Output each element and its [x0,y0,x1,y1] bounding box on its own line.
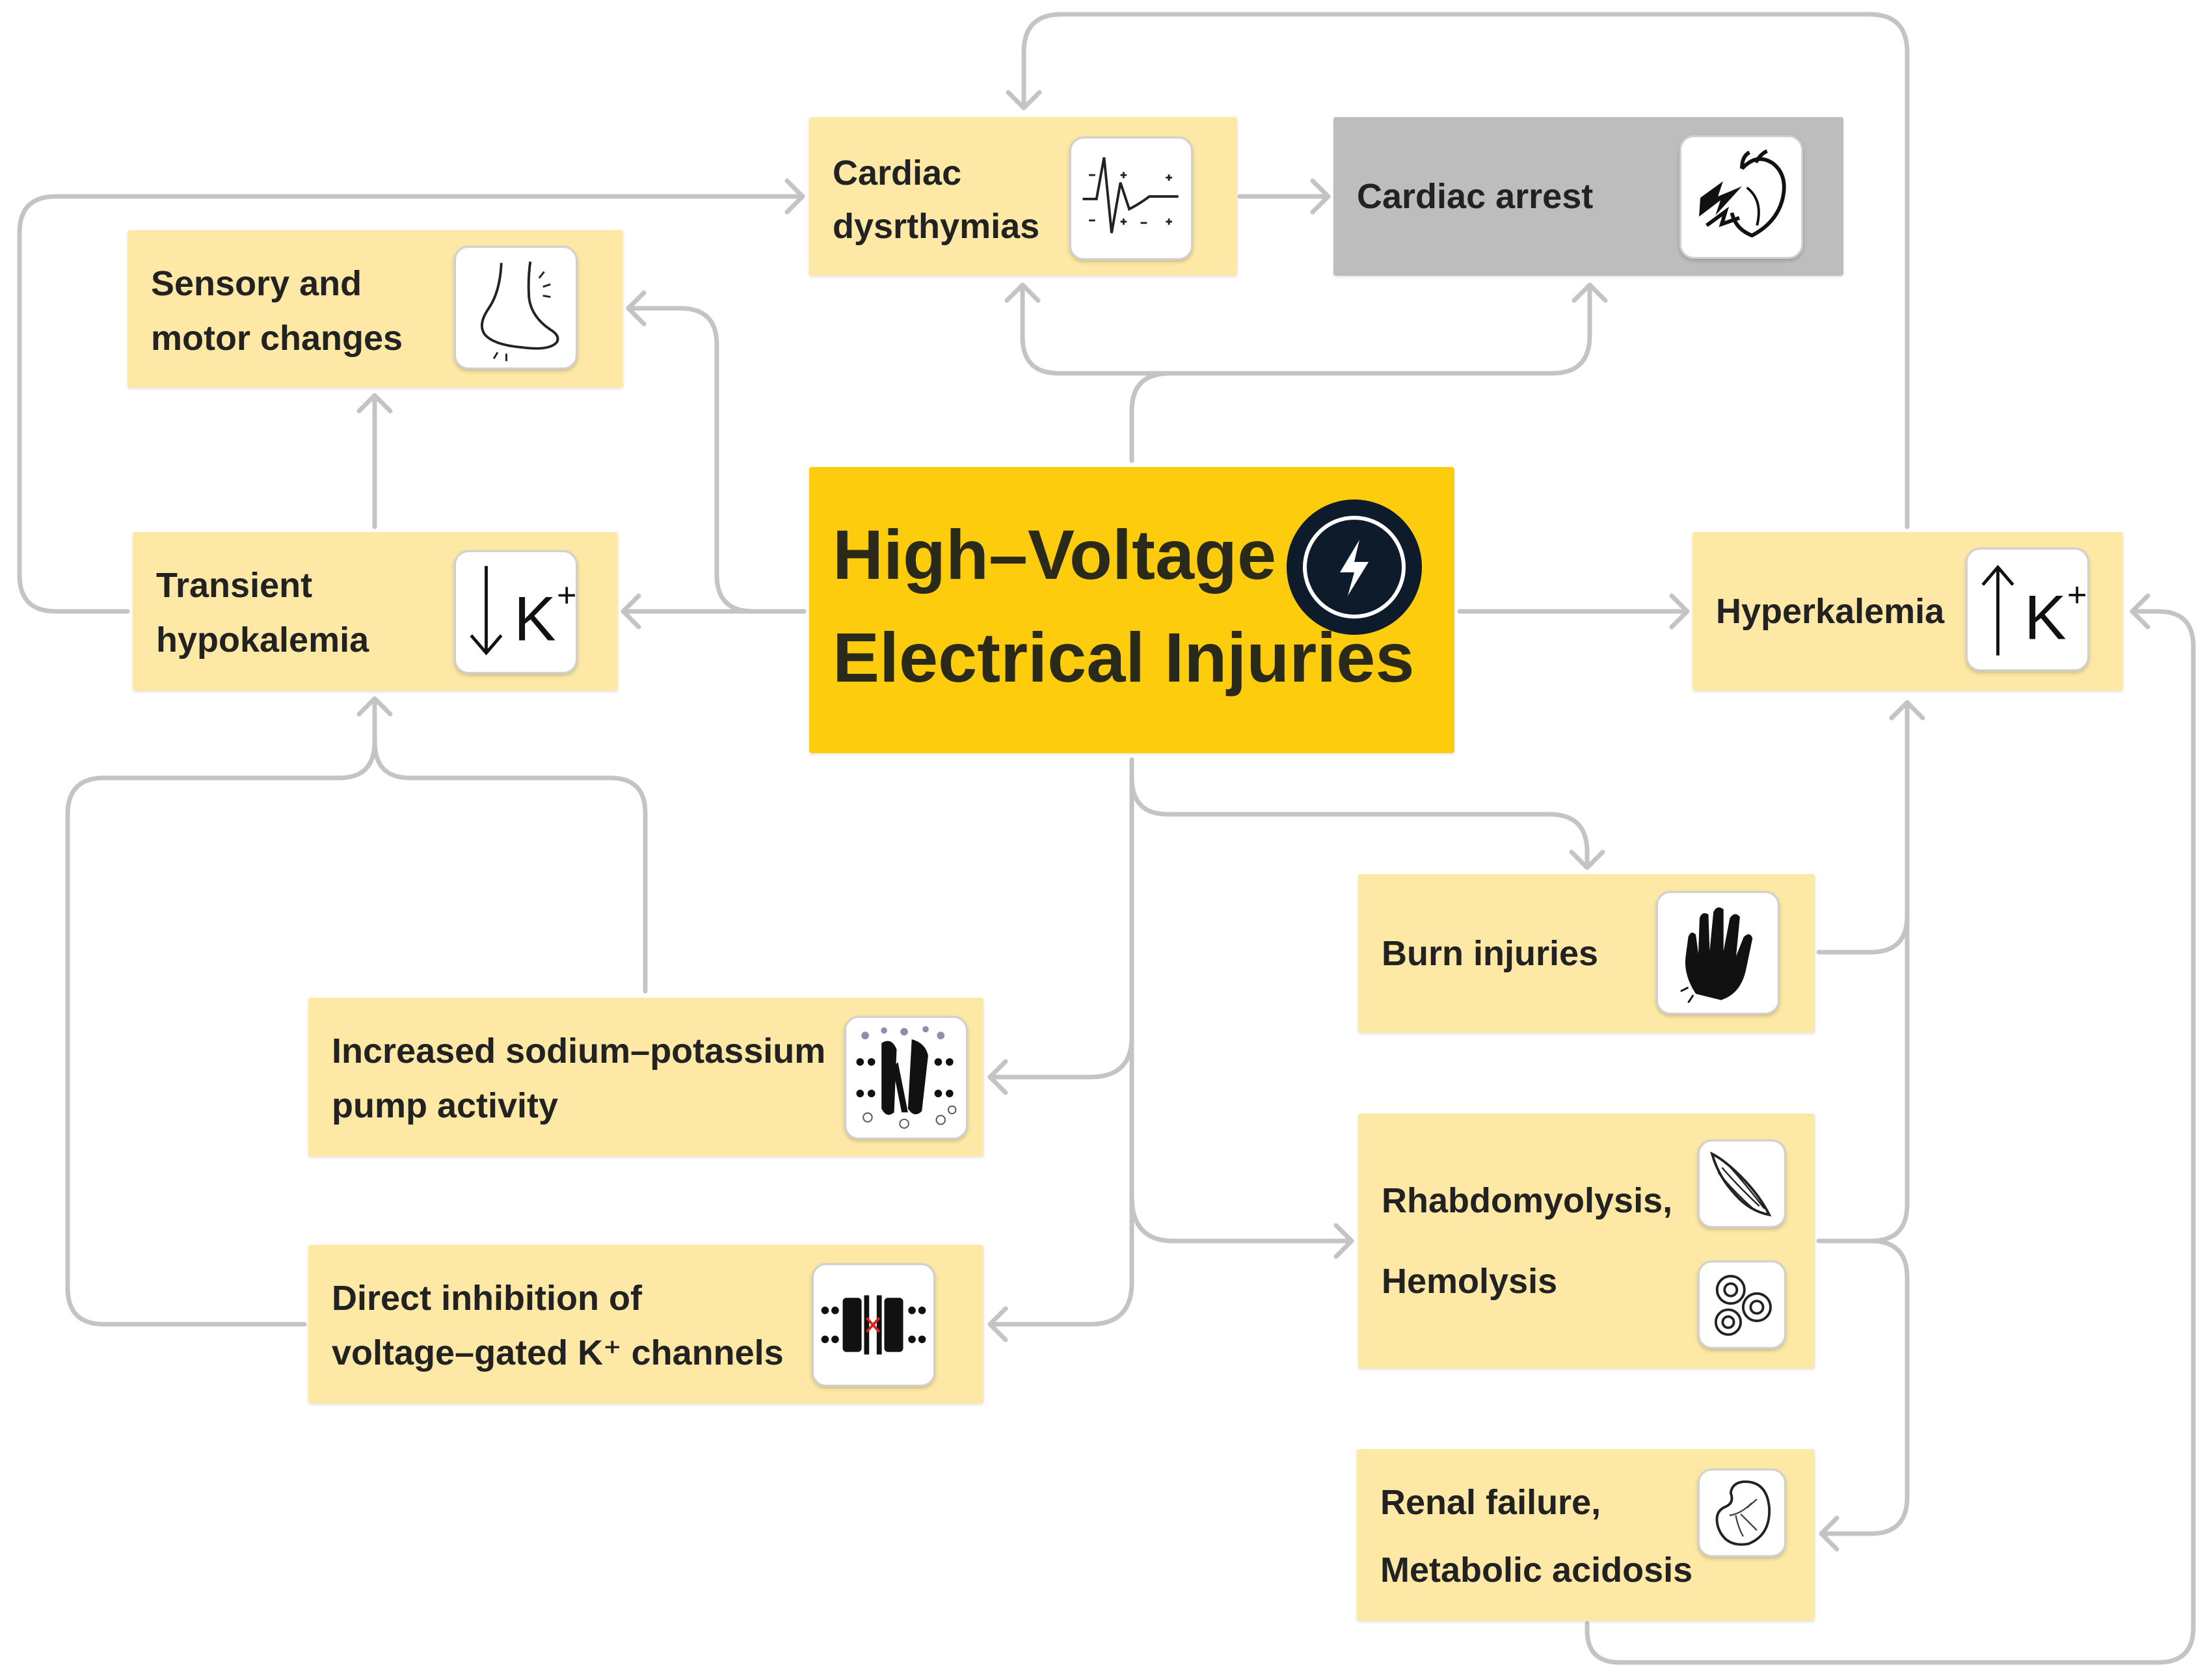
arrow-to-renal [1819,1515,1839,1552]
hypokalemia-line2: hypokalemia [156,620,369,660]
hypokalemia-k-sup: + [557,576,576,614]
connector-renal-to-hyperkalemia [1585,609,2196,1665]
heart-lightning-icon [1679,135,1803,259]
membrane-pump-icon [844,1016,968,1140]
connector-pump-to-hypokalemia [372,697,648,994]
ecg-waveform-icon [1069,137,1193,260]
arrow-to-sensory-right [626,290,647,327]
arrow-to-hyperkalemia-right [2130,593,2150,630]
node-hyperkalemia: Hyperkalemia K + [1692,532,2123,691]
muscle-icon [1698,1140,1786,1228]
red-blood-cells-icon [1698,1260,1786,1349]
rhabdo-line2: Hemolysis [1382,1262,1558,1301]
connector-center-to-arrest [1129,284,1592,463]
connector-center-trunk [987,757,1134,1327]
pump-line2: pump activity [332,1086,559,1125]
connector-trunk-to-burn [1129,757,1590,869]
connector-center-to-dysrhythmias [1020,284,1172,463]
rhabdo-line1: Rhabdomyolysis, [1382,1181,1673,1220]
arrow-to-hyperkalemia-bottom [1889,700,1925,721]
foot-sensation-icon [454,246,578,369]
arrow-to-pump [987,1059,1008,1095]
arrow-to-hypokalemia [621,593,641,630]
connector-channels-to-hypokalemia [65,739,377,1327]
connector-rhabdo-to-renal [1819,1238,1910,1536]
node-renal-failure-acidosis: Renal failure, Metabolic acidosis [1357,1449,1815,1621]
node-sodium-potassium-pump: Increased sodium–potassium pump activity [308,998,983,1156]
connector-hyperkalemia-to-dysrhythmias [1021,12,1910,529]
node-cardiac-arrest: Cardiac arrest [1333,117,1843,276]
renal-line2: Metabolic acidosis [1380,1551,1693,1590]
arrow-to-rhabdo [1333,1223,1354,1259]
potassium-up-icon: K + [1966,548,2089,671]
node-burn-injuries: Burn injuries [1358,874,1815,1033]
kidney-icon [1698,1469,1786,1557]
arrow-to-burn [1569,849,1605,870]
burn-label: Burn injuries [1382,934,1599,973]
sensory-line1: Sensory and [151,264,362,303]
connector-trunk-to-pump [987,1034,1134,1080]
arrow-to-channels [987,1306,1008,1342]
hyperkalemia-label: Hyperkalemia [1716,592,1945,631]
connector-hypokalemia-to-dysrhythmias [17,194,805,614]
center-title-line2: Electrical Injuries [833,618,1415,697]
arrow-to-arrest-left [1310,178,1331,215]
arrow-to-arrest [1572,282,1608,303]
pump-line1: Increased sodium–potassium [332,1032,826,1071]
center-title-line1: High–Voltage [833,515,1277,594]
dysrhythmias-line1: Cardiac [833,153,962,193]
lightning-bolt-icon [1285,498,1423,636]
center-node: High–Voltage Electrical Injuries [809,467,1454,753]
connector-rhabdo-to-hyperkalemia [1816,908,1910,1244]
arrow-to-dysrhythmias-top [1006,90,1042,111]
hypokalemia-k-symbol: K [514,583,556,654]
burned-hand-icon [1656,891,1780,1015]
node-sensory-motor: Sensory and motor changes [127,230,623,388]
hyperkalemia-k-sup: + [2067,576,2087,614]
node-transient-hypokalemia: Transient hypokalemia K + [133,532,618,691]
node-cardiac-dysrhythmias: Cardiac dysrthymias [809,117,1237,276]
potassium-down-icon: K + [454,550,578,674]
node-k-channel-inhibition: Direct inhibition of voltage–gated K⁺ ch… [308,1245,983,1404]
renal-line1: Renal failure, [1380,1483,1601,1522]
arrow-to-sensory [356,393,393,414]
dysrhythmias-line2: dysrthymias [833,207,1040,246]
connector-center-to-sensory [626,306,807,614]
hyperkalemia-k-symbol: K [2024,582,2067,653]
channels-line2: voltage–gated K⁺ channels [332,1333,784,1372]
blocked-channel-icon [812,1263,935,1387]
channels-line1: Direct inhibition of [332,1279,642,1318]
arrow-to-dysrhythmias-left [784,178,805,215]
node-rhabdomyolysis-hemolysis: Rhabdomyolysis, Hemolysis [1358,1113,1815,1368]
hypokalemia-line1: Transient [156,566,313,605]
connector-trunk-to-rhabdo [1129,1194,1354,1244]
arrow-to-hypokalemia-bottom [356,696,393,717]
arrow-to-dysrhythmias [1004,282,1041,303]
connector-burn-to-hyperkalemia [1816,700,1910,955]
arrow-to-hyperkalemia [1669,593,1690,630]
arrest-label: Cardiac arrest [1357,177,1594,216]
sensory-line2: motor changes [151,319,403,358]
